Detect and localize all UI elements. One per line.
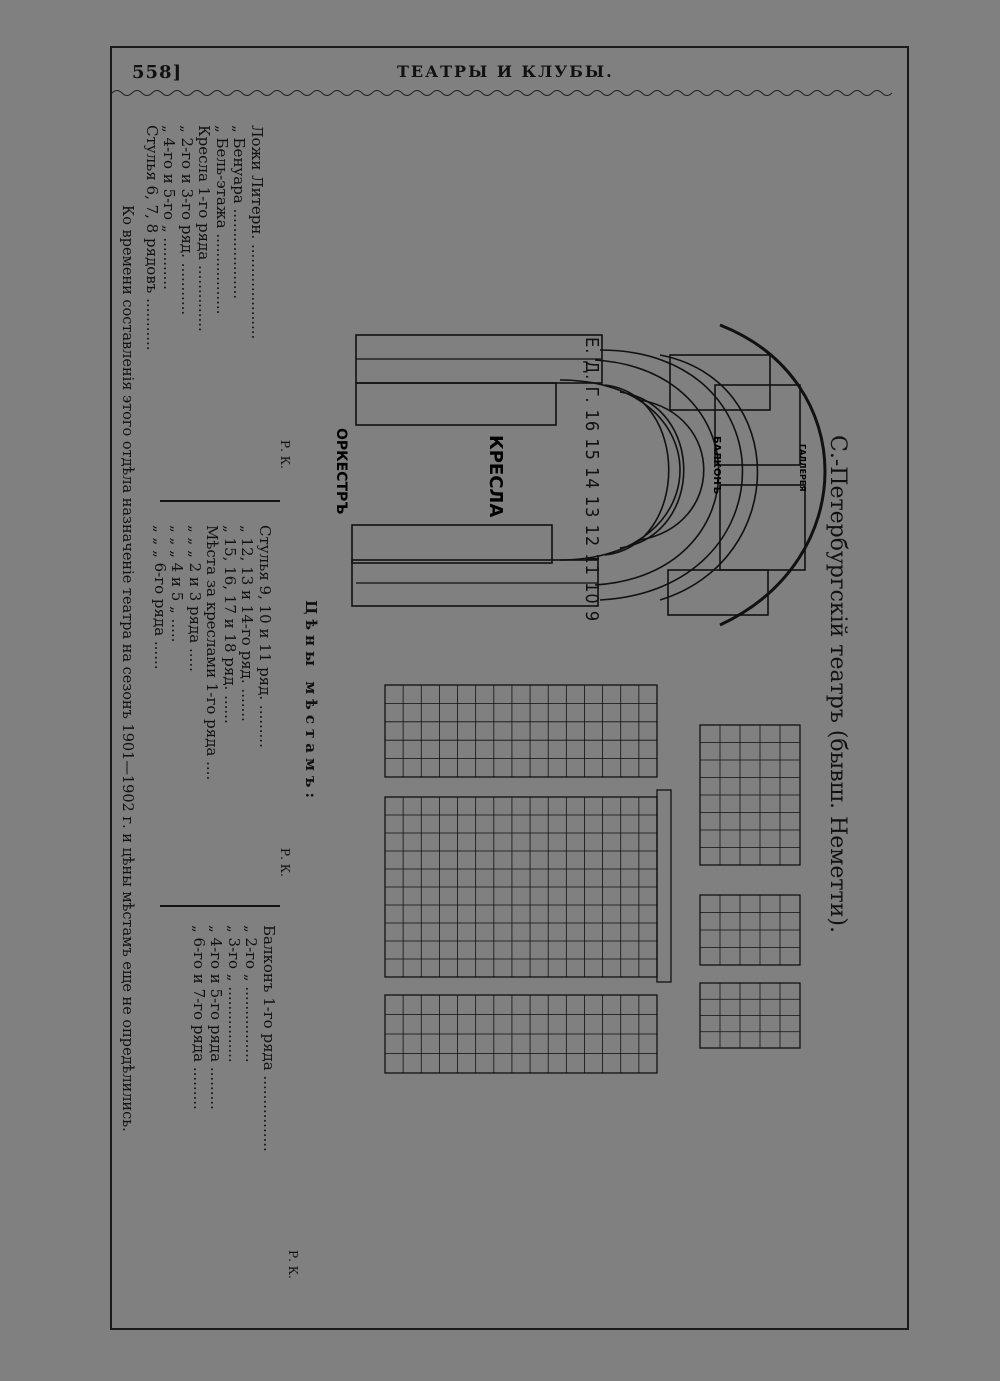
price-line: Кресла 1-го ряда .............. xyxy=(195,125,214,332)
header-rule xyxy=(112,90,893,96)
price-line: „ „ „ 4 и 5 „ ..... xyxy=(168,525,187,643)
stalls-row-2 xyxy=(619,391,685,549)
price-line: „ 4-го и 5-го ряда ......... xyxy=(207,925,226,1110)
stalls-row-3 xyxy=(639,399,705,541)
price-line: „ 4-го и 5-го „ ........... xyxy=(160,125,179,290)
page-number: 558] xyxy=(132,62,183,83)
page-frame: 558] ТЕАТРЫ И КЛУБЫ. xyxy=(110,46,909,1330)
orchestra-label: ОРКЕСТРЪ xyxy=(333,428,349,514)
price-line: „ 2-го „ ................ xyxy=(242,925,261,1063)
price-line: Мѣста за креслами 1-го ряда .... xyxy=(203,525,222,781)
box-row-upper-text: Е. Д. Г. 16 15 14 13 12 11 10 9 xyxy=(581,337,602,623)
price-line: „ Бенуара ................... xyxy=(230,125,249,300)
balcony-block-lower-left xyxy=(667,569,769,616)
page-header: 558] ТЕАТРЫ И КЛУБЫ. xyxy=(112,48,907,98)
balcony-arc xyxy=(659,354,759,601)
seat-block-top xyxy=(384,684,658,778)
balcony-label: БАЛКОНЪ xyxy=(711,436,722,494)
footnote: Ко времени составленія этого отдѣла назн… xyxy=(119,205,135,1132)
rk-label-2: Р. К. xyxy=(278,848,292,877)
prices-heading: Цѣны мѣстамъ: xyxy=(302,600,320,804)
stalls-outline xyxy=(559,379,681,561)
price-line: Балконъ 1-го ряда ................ xyxy=(260,925,278,1152)
rk-label-1: Р. К. xyxy=(278,440,292,469)
price-line: „ „ „ 2 и 3 ряда ..... xyxy=(186,525,204,672)
seat-grid-lines xyxy=(385,685,800,1073)
gallery-arc xyxy=(719,323,827,627)
rk-label-3: Р. К. xyxy=(286,1250,300,1279)
section-title: ТЕАТРЫ И КЛУБЫ. xyxy=(397,62,614,81)
box-dividers xyxy=(356,358,602,584)
gallery-label: ГАЛЛЕРЕЯ xyxy=(798,444,807,492)
price-line: „ 3-го „ ................ xyxy=(225,925,243,1063)
price-line: „ Бель-этажа ................. xyxy=(213,125,231,315)
stalls-label: КРЕСЛА xyxy=(485,435,506,517)
balcony-first-curve xyxy=(594,359,720,586)
column-divider-2 xyxy=(160,905,280,907)
price-line: „ 6-го и 7-го ряда ......... xyxy=(190,925,208,1110)
seat-aisle-strip xyxy=(656,789,672,983)
price-line: „ „ „ 6-го ряда ...... xyxy=(151,525,169,670)
price-line: Стулья 9, 10 и 11 ряд. ......... xyxy=(256,525,274,748)
price-column-2: Стулья 9, 10 и 11 ряд. ......... „ 12, 1… xyxy=(151,525,274,780)
price-column-3: Балконъ 1-го ряда ................ „ 2-г… xyxy=(190,925,278,1152)
balcony-block-upper xyxy=(669,354,771,411)
balcony-block-lower xyxy=(719,484,806,571)
price-column-1: Ложи Литерн. .................... „ Бену… xyxy=(143,125,266,351)
price-line: Ложи Литерн. .................... xyxy=(248,125,266,340)
balcony-block-upper-right xyxy=(714,384,801,466)
price-line: „ 15, 16, 17 и 18 ряд. ...... xyxy=(221,525,239,724)
price-line: Стулья 6, 7, 8 рядовъ ........... xyxy=(143,125,161,351)
column-divider-1 xyxy=(160,500,280,502)
box-row-lower xyxy=(355,382,557,426)
box-row-upper-labels: Е. Д. Г. 16 15 14 13 12 11 10 9 xyxy=(581,337,602,622)
price-line: „ 12, 13 и 14-го ряд. ....... xyxy=(238,525,257,722)
price-line: „ 2-го и 3-го ряд. ........... xyxy=(178,125,196,316)
box-row-left-lower xyxy=(351,524,553,564)
